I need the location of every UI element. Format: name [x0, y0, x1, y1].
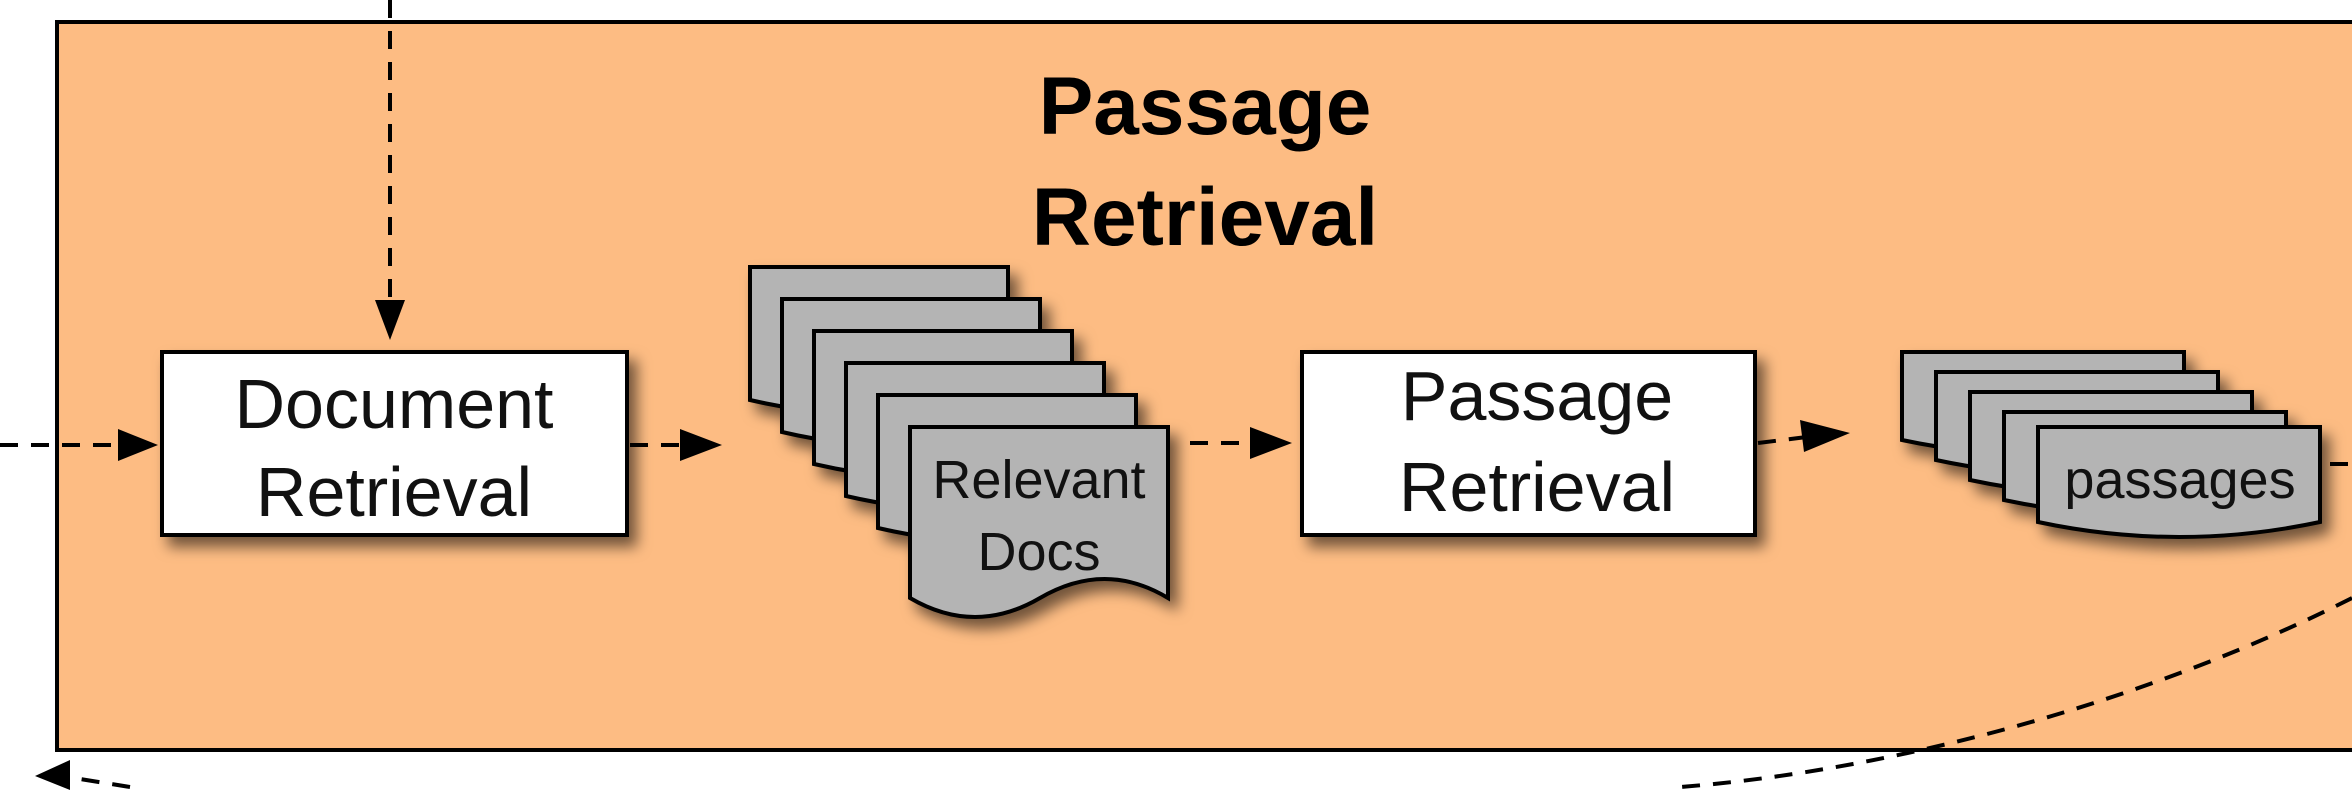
panel-title-line2: Retrieval	[1032, 172, 1378, 263]
document-retrieval-label-line2: Retrieval	[256, 453, 532, 531]
passages-stack	[1900, 350, 2322, 539]
document-retrieval-box	[160, 350, 629, 537]
passage-retrieval-label-line1: Passage	[1401, 357, 1673, 435]
query-arrow	[375, 0, 405, 340]
relevant-docs-label-line1: Relevant	[932, 450, 1145, 510]
arrow-passret-to-passages	[1757, 420, 1850, 452]
input-arrow	[0, 429, 158, 461]
passage-retrieval-box	[1300, 350, 1757, 537]
arrow-docret-to-docs	[630, 429, 722, 461]
document-retrieval-label-line1: Document	[234, 365, 553, 443]
relevant-docs-label-line2: Docs	[977, 522, 1100, 582]
relevant-docs-stack	[748, 265, 1170, 619]
return-path	[35, 596, 2352, 790]
panel-title-line1: Passage	[1039, 61, 1372, 152]
passages-label: passages	[2064, 450, 2295, 510]
arrow-docs-to-passret	[1190, 427, 1292, 459]
passage-retrieval-label-line2: Retrieval	[1399, 448, 1675, 526]
